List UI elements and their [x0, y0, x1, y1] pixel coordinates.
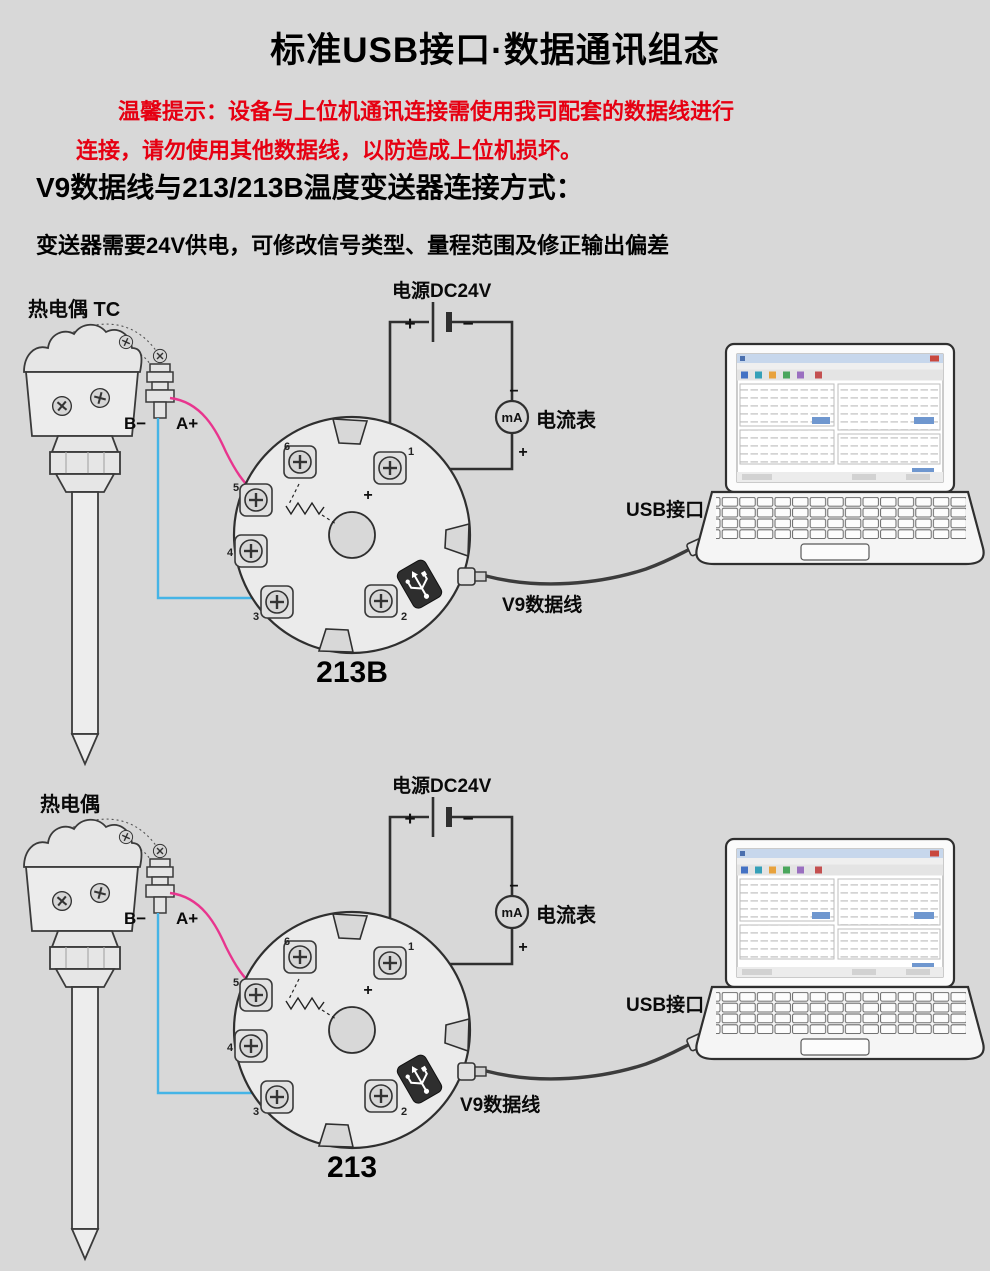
- cable-label-213b: V9数据线: [502, 595, 583, 616]
- cable-label-213: V9数据线: [460, 1095, 541, 1116]
- section-description: 变送器需要24V供电，可修改信号类型、量程范围及修正输出偏差: [36, 233, 670, 258]
- power-label-213: 电源DC24V: [392, 776, 492, 797]
- section-subtitle: V9数据线与213/213B温度变送器连接方式：: [36, 172, 584, 203]
- usb-port-label-213: USB接口: [626, 995, 705, 1016]
- diagram-213: [24, 797, 984, 1259]
- usb-port-label-213b: USB接口: [626, 500, 705, 521]
- ammeter-label-213b: 电流表: [536, 410, 596, 432]
- model-label-213: 213: [326, 1151, 378, 1184]
- warning-line-2: 连接，请勿使用其他数据线，以防造成上位机损坏。: [76, 138, 583, 163]
- power-label-213b: 电源DC24V: [392, 281, 492, 302]
- terminal-a-label-213b: A+: [176, 414, 199, 433]
- page-title: 标准USB接口·数据通讯组态: [270, 31, 720, 70]
- diagram-213b: [24, 302, 984, 764]
- model-label-213b: 213B: [316, 656, 388, 689]
- warning-text: 温馨提示：设备与上位机通讯连接需使用我司配套的数据线进行 连接，请勿使用其他数据…: [0, 94, 990, 165]
- terminal-a-label-213: A+: [176, 909, 199, 928]
- thermocouple-label-213: 热电偶: [40, 794, 100, 816]
- terminal-b-label-213: B−: [124, 909, 147, 928]
- terminal-b-label-213b: B−: [124, 414, 147, 433]
- ammeter-label-213: 电流表: [536, 905, 596, 927]
- thermocouple-label-213b: 热电偶 TC: [28, 299, 121, 321]
- warning-line-1: 温馨提示：设备与上位机通讯连接需使用我司配套的数据线进行: [118, 99, 735, 124]
